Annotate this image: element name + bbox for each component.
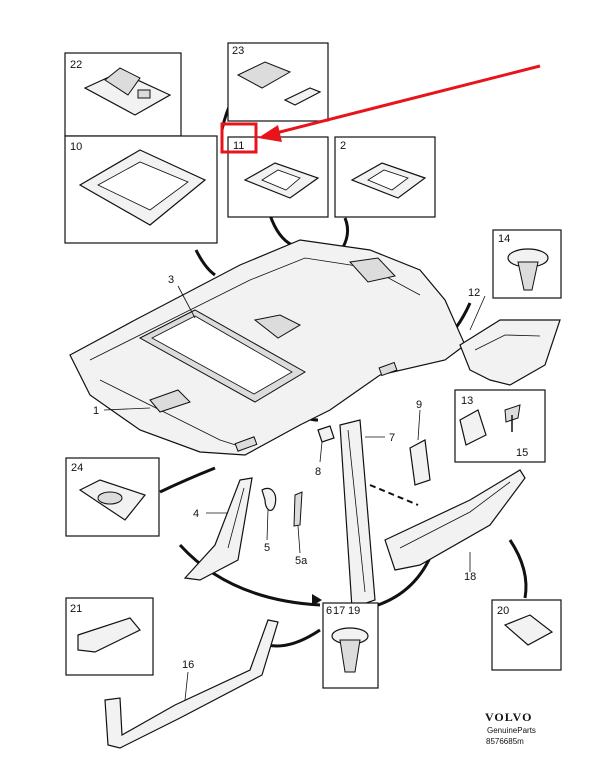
callout-15: 15: [516, 447, 528, 459]
callout-3: 3: [168, 274, 174, 286]
highlight-indicator: [220, 64, 541, 154]
callout-14: 14: [498, 233, 510, 245]
callout-5a: 5a: [295, 555, 308, 567]
leader-lines: [103, 285, 486, 701]
callout-10: 10: [70, 141, 82, 153]
callout-1: 1: [93, 405, 99, 417]
callout-5: 5: [264, 542, 270, 554]
detail-box-24: [65, 457, 160, 537]
callout-labels: 22 23 10 11 2 14 12 3 1 9 13 15 7 8 24 4…: [70, 45, 528, 671]
detail-box-11: [227, 136, 329, 218]
callout-13: 13: [461, 395, 473, 407]
pillar-trim-18: [384, 469, 526, 571]
callout-4: 4: [193, 508, 199, 520]
callout-23: 23: [232, 45, 244, 57]
detail-box-13-15: [454, 389, 546, 463]
callout-12: 12: [468, 287, 480, 299]
callout-22: 22: [70, 59, 82, 71]
callout-7: 7: [389, 432, 395, 444]
diagram-code: 8576685m: [486, 737, 524, 746]
headliner-part: [69, 239, 466, 456]
detail-box-20: [491, 599, 562, 671]
callout-19: 19: [348, 605, 360, 617]
detail-box-2: [334, 136, 436, 218]
callout-8: 8: [315, 466, 321, 478]
pillar-part-7: [339, 419, 419, 609]
sill-trim-16: [104, 619, 279, 749]
detail-box-22: [64, 52, 182, 137]
callout-17: 17: [333, 605, 345, 617]
clip-part-5: [261, 487, 303, 527]
callout-16: 16: [182, 659, 194, 671]
detail-box-21: [65, 597, 154, 676]
detail-box-6-17-19: [322, 602, 379, 689]
callout-18: 18: [464, 571, 476, 583]
callout-2: 2: [340, 140, 346, 152]
callout-9: 9: [416, 399, 422, 411]
brand-block: VOLVO GenuineParts 8576685m: [485, 710, 536, 746]
highlight-box: [220, 122, 258, 154]
callout-24: 24: [71, 462, 83, 474]
detail-box-10: [64, 135, 218, 244]
pillar-trim-12: [459, 319, 561, 386]
brand-subtitle: GenuineParts: [487, 726, 536, 735]
highlight-arrow: [271, 64, 541, 136]
clip-part-8: [317, 425, 335, 443]
clip-part-9: [409, 439, 431, 486]
callout-11: 11: [233, 140, 244, 152]
callout-21: 21: [70, 603, 82, 615]
callout-6: 6: [326, 605, 332, 617]
pillar-part-4: [183, 477, 253, 581]
brand-logo: VOLVO: [485, 710, 532, 724]
detail-box-23: [227, 42, 329, 122]
callout-20: 20: [497, 605, 509, 617]
detail-box-14: [492, 229, 562, 299]
